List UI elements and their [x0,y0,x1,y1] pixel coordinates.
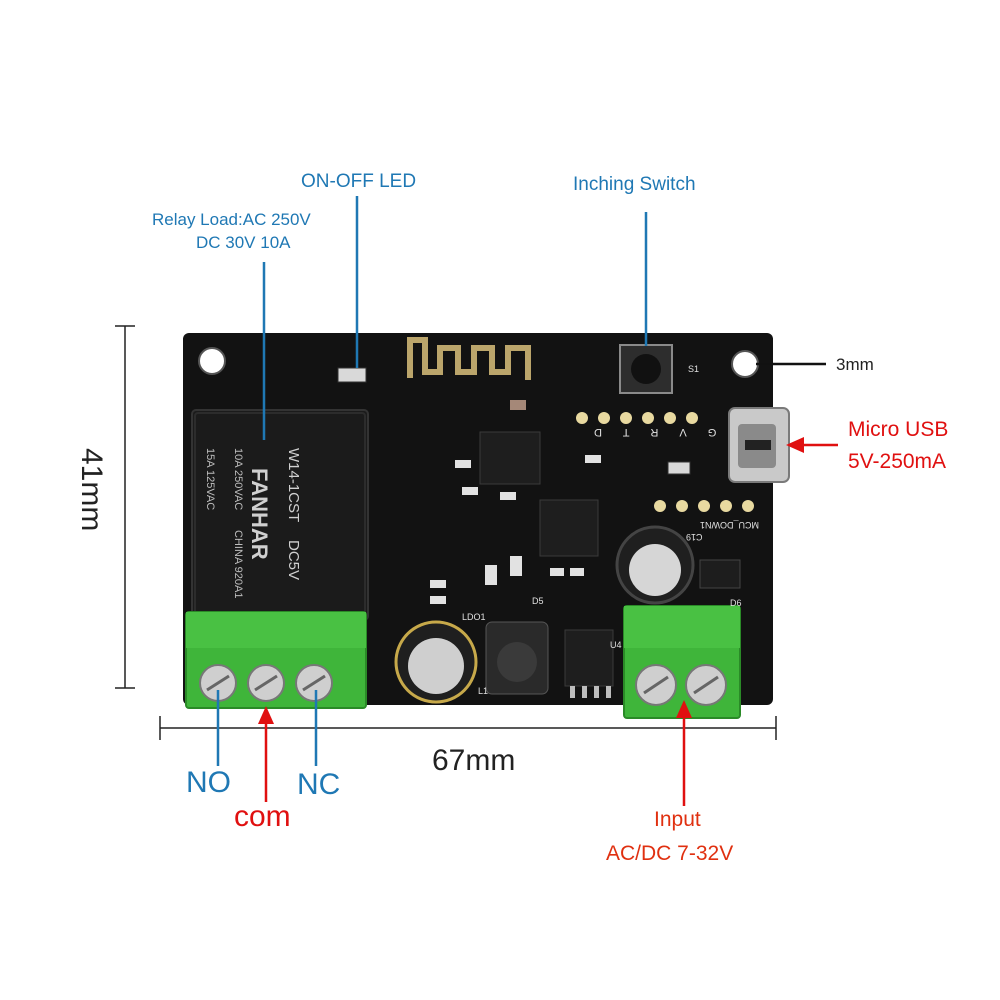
regulator-chip [564,629,614,687]
inching-switch-component [619,344,673,394]
label-nc: NC [297,768,341,801]
header-pins [576,412,698,424]
label-no: NO [186,766,231,799]
height-dimension-line [115,325,135,689]
capacitor-right [615,525,695,605]
mcu-pins [654,500,754,512]
silk-s1: S1 [688,364,700,374]
silk-u4: U4 [610,640,622,650]
relay-label-rating2: 15A 125VAC [204,448,216,511]
silk-c19: C19 [686,532,703,542]
label-height-dimension: 41mm [75,448,108,532]
label-micro-usb-line2: 5V-250mA [848,450,947,473]
width-dimension-line [159,716,777,740]
regulator-pins [570,686,611,698]
relay [191,409,369,621]
relay-label-brand: FANHAR [247,468,272,560]
relay-terminal-block [185,611,367,709]
silk-d6: D6 [730,598,742,608]
mount-hole-top-left [198,347,226,375]
led-on-off [337,367,367,383]
smd-components [430,400,741,604]
label-inching-switch: Inching Switch [573,174,696,195]
capacitor-left [394,620,478,704]
silk-header-pins: G V R T D [585,426,717,438]
label-input-line2: AC/DC 7-32V [606,842,734,865]
led-d1 [667,461,691,475]
label-width-dimension: 67mm [432,744,516,777]
label-hole-size: 3mm [836,355,874,374]
label-com: com [234,800,291,833]
relay-label-rating1: 10A 250VAC [232,448,244,511]
relay-label-model: W14-1CST [285,448,302,523]
silk-mcu-down: MCU_DOWN1 [700,520,760,530]
relay-label-origin: CHINA 920A1 [232,530,244,599]
input-terminal-block [623,605,741,719]
label-micro-usb-line1: Micro USB [848,418,949,441]
arrow-heads [258,437,804,724]
silk-d5: D5 [532,596,544,606]
mcu-chip [479,431,541,485]
label-relay-load-line2: DC 30V 10A [196,233,291,252]
label-relay-load-line1: Relay Load:AC 250V [152,210,311,229]
silk-l1: L1 [478,686,489,696]
label-on-off-led: ON-OFF LED [301,171,417,192]
label-input-line1: Input [654,808,701,831]
relay-label-coil: DC5V [285,540,302,581]
micro-usb-port [728,407,790,483]
leader-lines [216,196,838,806]
mount-hole-top-right [731,350,759,378]
silk-ldo1: LDO1 [462,612,486,622]
driver-chip [539,499,599,557]
pcb-antenna [407,337,531,380]
